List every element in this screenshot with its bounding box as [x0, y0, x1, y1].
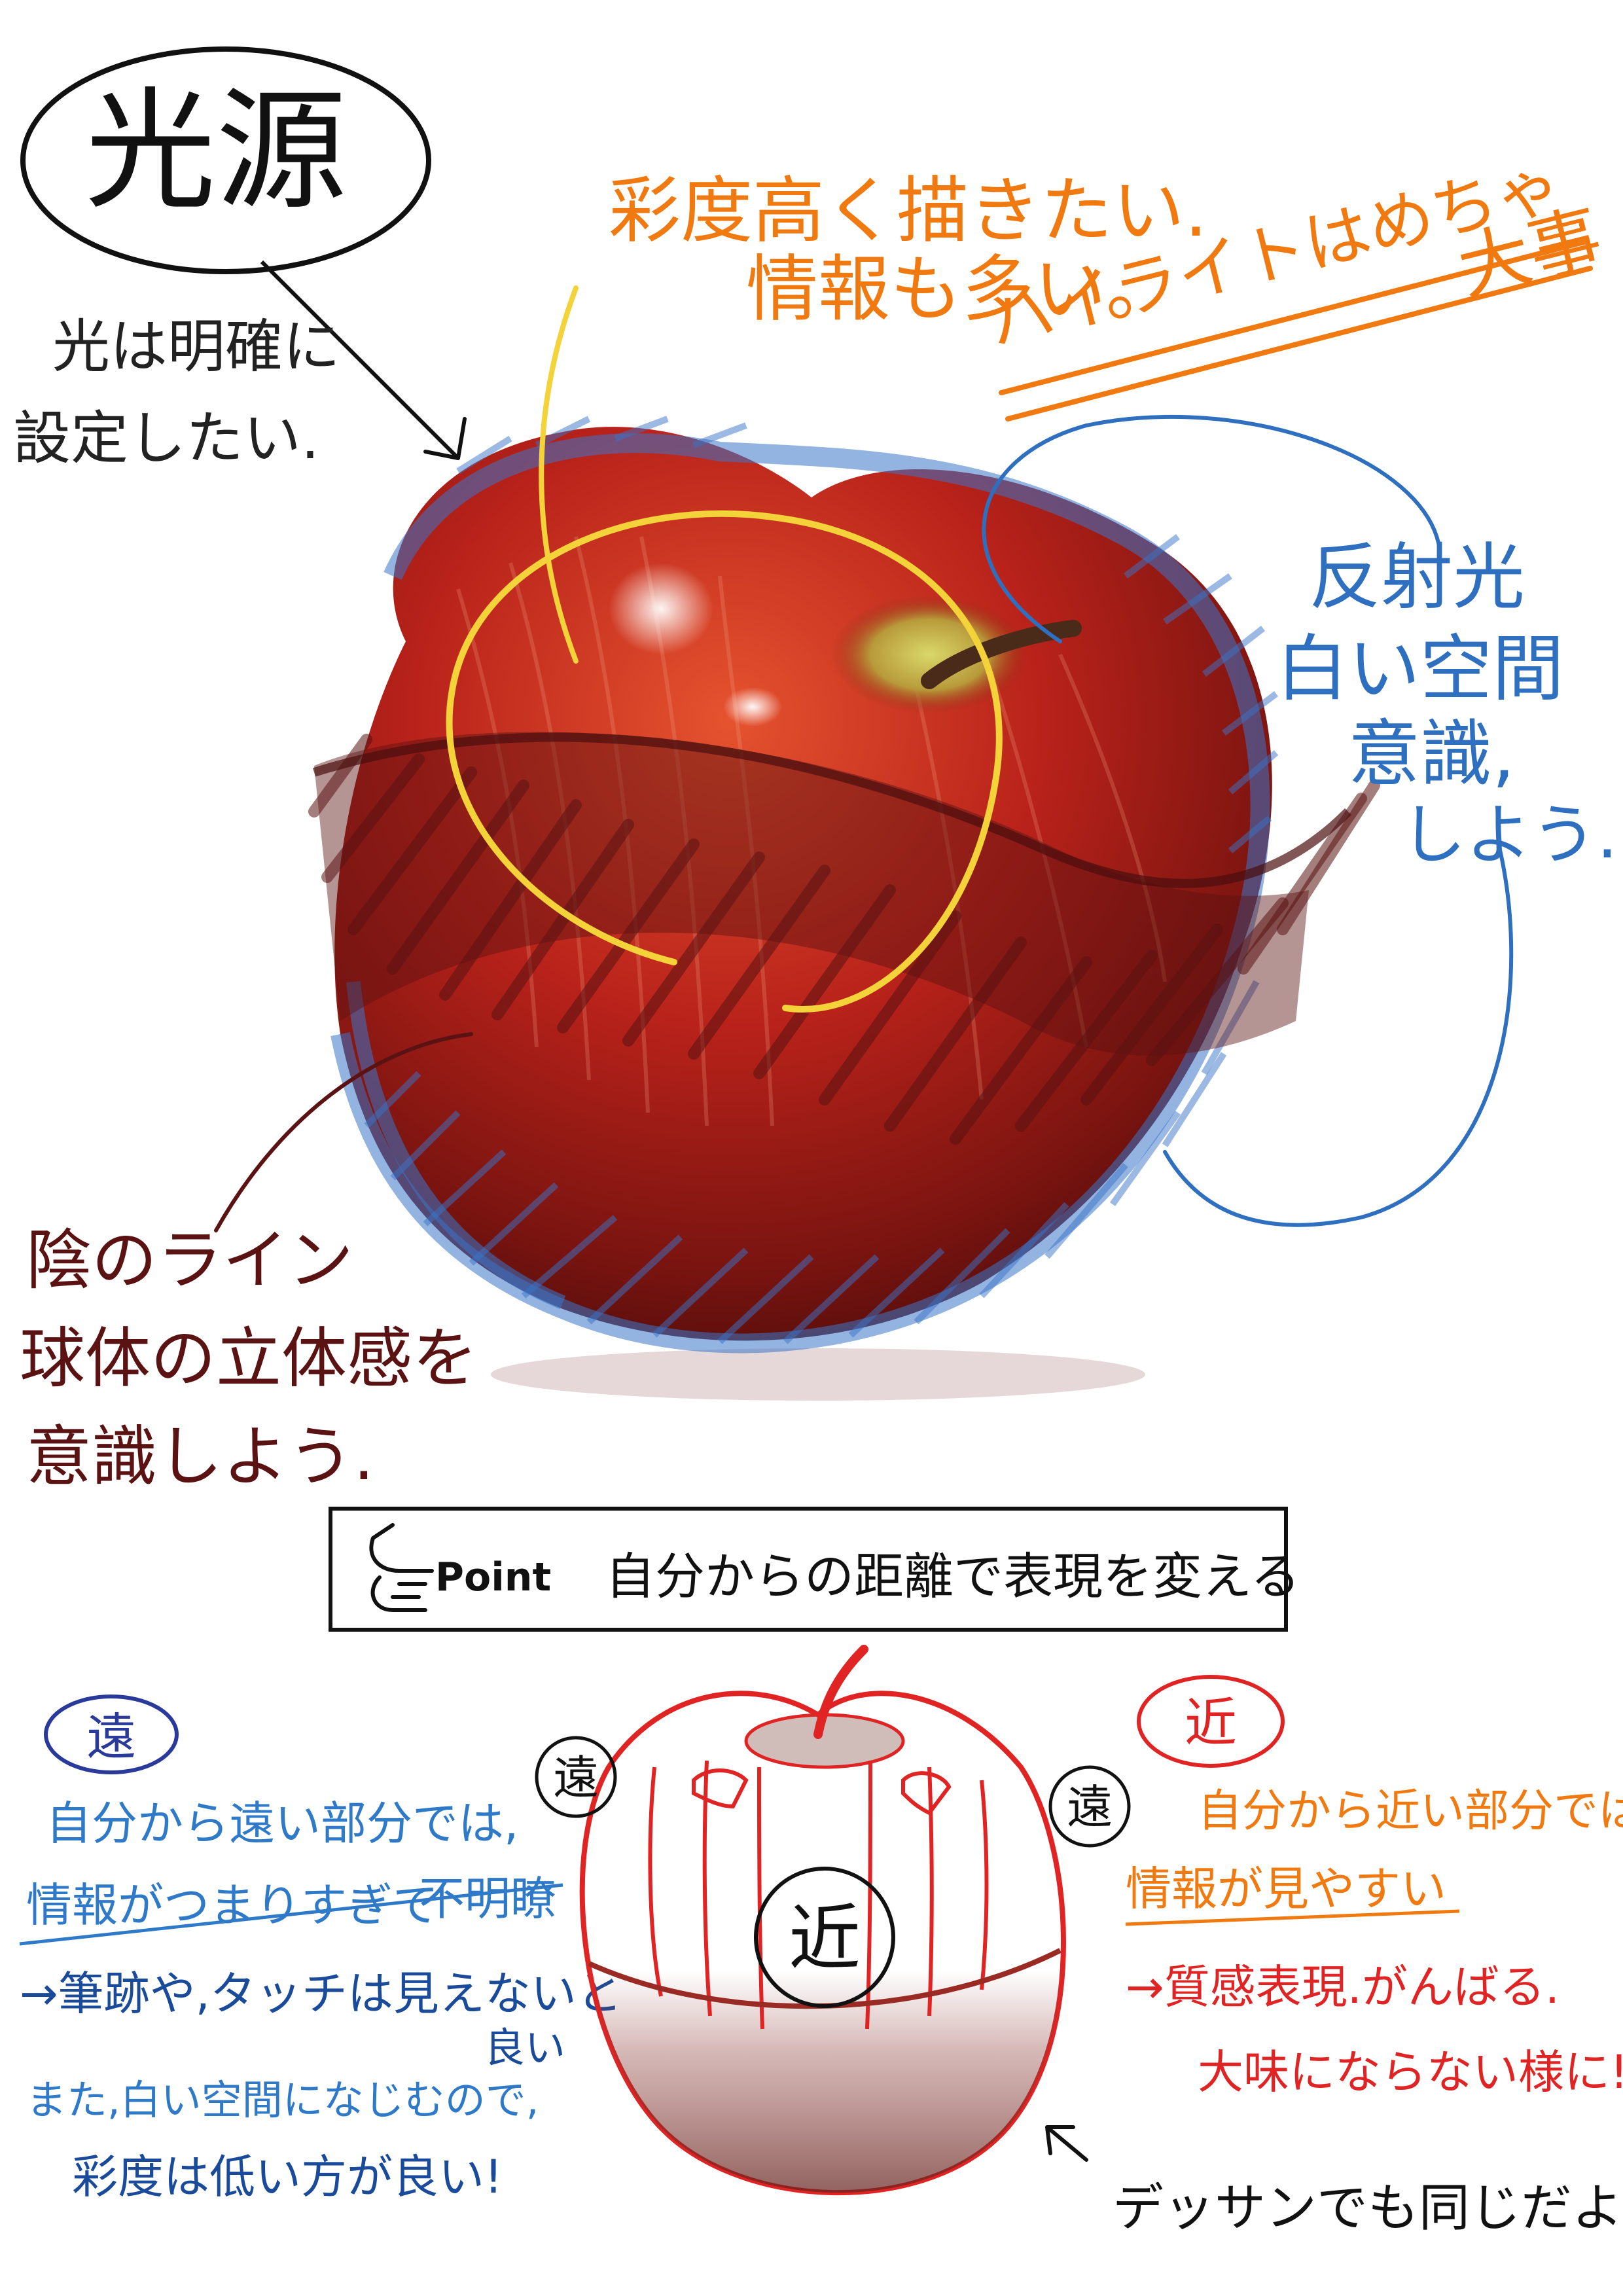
- point-text: 自分からの距離で表現を変える: [605, 1547, 1300, 1605]
- far-line1: 自分から遠い部分では,: [46, 1797, 518, 1850]
- shadow-hatching: [308, 734, 1380, 1145]
- far-line3: →筆跡や,タッチは見えないと: [20, 1967, 622, 2020]
- highlight-ellipse: [446, 510, 1003, 1013]
- far-underline: [19, 1883, 563, 1946]
- sketch-highlight-shape: [692, 1768, 749, 1809]
- near-badge-circle: [1137, 1675, 1285, 1768]
- far-line4: また,白い空間になじむので,: [26, 2076, 539, 2124]
- near-line1: 自分から近い部分では: [1198, 1785, 1623, 1837]
- sketch-near-label: 近: [789, 1897, 861, 1981]
- dessin-note: デッサンでも同じだよ!: [1113, 2179, 1623, 2238]
- near-line4: 大味にならない様に!: [1198, 2045, 1623, 2099]
- sketch-far-right-label: 遠: [1067, 1780, 1113, 1834]
- light-source-label: 光源: [85, 75, 347, 228]
- reflected-note-line3: 意識,: [1348, 712, 1515, 796]
- near-line3: →質感表現.がんばる.: [1126, 1960, 1560, 2014]
- pointing-hand-icon: [369, 1523, 434, 1612]
- sketch-contour-lines: [648, 1760, 989, 2030]
- dessin-arrow: [1045, 2125, 1088, 2162]
- near-underline: [1125, 1909, 1460, 1926]
- point-box: [329, 1507, 1288, 1632]
- reflected-note-line2: 白い空間: [1276, 627, 1564, 711]
- light-note-line2: 設定したい.: [13, 404, 319, 472]
- reflected-light-hatching: [364, 416, 1279, 1344]
- sketch-far-left-label: 遠: [553, 1751, 599, 1804]
- highlight-note-line2: 情報も多い。: [746, 247, 1178, 331]
- sketch-far-right-circle: [1048, 1765, 1131, 1848]
- apple-ground-shadow: [491, 1348, 1145, 1401]
- sketch-far-left-circle: [535, 1736, 617, 1818]
- shadow-leader: [214, 1032, 473, 1232]
- light-arrow-line: [260, 260, 460, 460]
- shadow-note-line2: 球体の立体感を: [20, 1320, 478, 1397]
- apple-highlight-small: [723, 687, 782, 726]
- light-arrow-head: [423, 417, 467, 460]
- near-line2: 情報が見やすい: [1126, 1862, 1446, 1916]
- apple-highlight: [609, 563, 713, 655]
- stem-cavity: [831, 596, 1027, 713]
- reflected-light-leader: [982, 414, 1514, 1227]
- near-badge-label: 近: [1185, 1693, 1237, 1753]
- highlight-note-line1: 彩度高く描きたい.: [609, 169, 1207, 253]
- highlight-underline: [999, 240, 1593, 422]
- reflected-note-line1: 反射光: [1309, 535, 1525, 619]
- far-badge-label: 遠: [86, 1708, 136, 1766]
- far-badge-circle: [44, 1695, 179, 1774]
- shadow-band-top-line: [312, 732, 1351, 888]
- reflected-note-line4: しよう.: [1400, 797, 1618, 873]
- point-label: Point: [435, 1554, 551, 1600]
- highlight-leader-line: [539, 285, 579, 664]
- far-line5: 彩度は低い方が良い!: [72, 2150, 503, 2204]
- light-note-line1: 光は明確に: [52, 313, 340, 380]
- sketch-near-circle: [754, 1867, 895, 2008]
- apple-stem: [921, 620, 1082, 689]
- shadow-note-line1: 陰のライン: [26, 1222, 353, 1299]
- shadow-note-line3: 意識しよう.: [26, 1418, 374, 1495]
- far-line3b: 良い: [484, 2024, 565, 2072]
- sketch-stem: [813, 1645, 868, 1739]
- light-source-bubble: [20, 46, 431, 274]
- reflected-light-overlay: [330, 433, 1270, 1354]
- sketch-highlight-shape-right: [901, 1771, 952, 1816]
